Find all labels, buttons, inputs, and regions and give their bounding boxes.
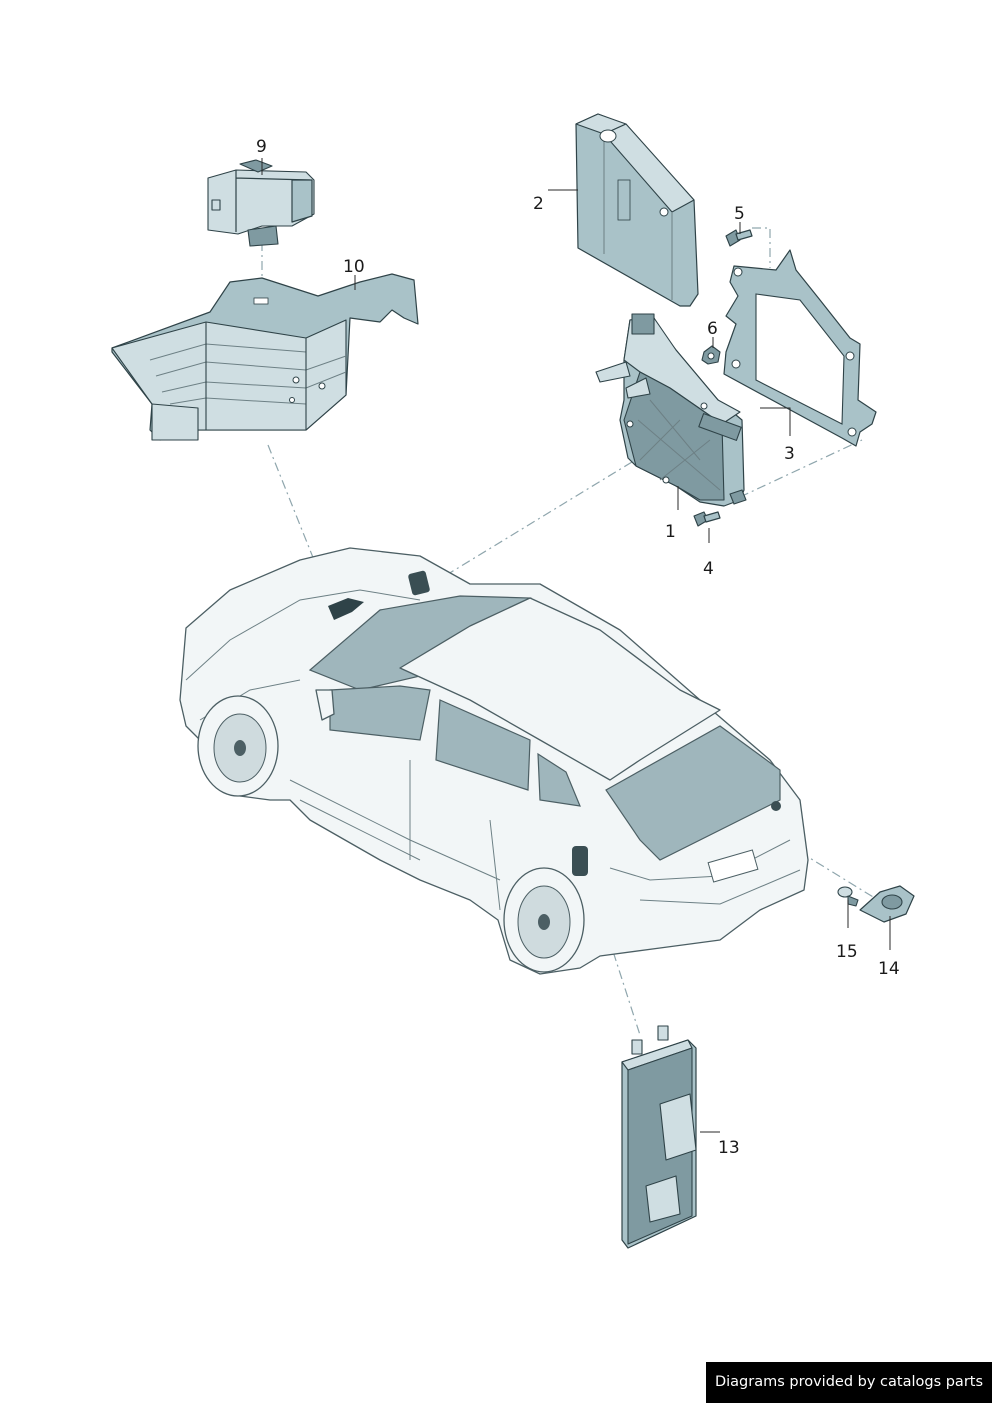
callout-6: 6 [707,319,718,339]
part-1-module[interactable] [595,313,745,507]
assembly-lines [261,227,879,1036]
part-4-screw[interactable] [693,511,721,527]
callout-numbers: 1 2 3 4 5 6 9 10 13 14 15 [256,137,900,1158]
vehicle-illustration [179,547,809,975]
leader-lines [261,158,891,1133]
part-2-control-unit[interactable] [575,113,699,307]
part-13-control-unit[interactable] [621,1025,697,1249]
part-15-clip[interactable] [837,886,859,907]
callout-3: 3 [784,444,795,464]
callout-13: 13 [718,1138,740,1158]
part-4b-screw[interactable] [729,489,747,505]
callout-1: 1 [665,522,676,542]
part-10-bracket[interactable] [111,273,419,441]
callout-4: 4 [703,559,714,579]
part-6-nut[interactable] [701,345,721,365]
callout-10: 10 [343,257,365,277]
callout-15: 15 [836,942,858,962]
callout-2: 2 [533,194,544,214]
footer-credit: Diagrams provided by catalogs parts [706,1362,992,1403]
part-3-frame[interactable] [723,249,877,447]
part-5-screw[interactable] [725,229,753,247]
callout-5: 5 [734,204,745,224]
part-9-module[interactable] [207,159,315,247]
part-14-sensor[interactable] [859,885,915,923]
callout-14: 14 [878,959,900,979]
callout-9: 9 [256,137,267,157]
